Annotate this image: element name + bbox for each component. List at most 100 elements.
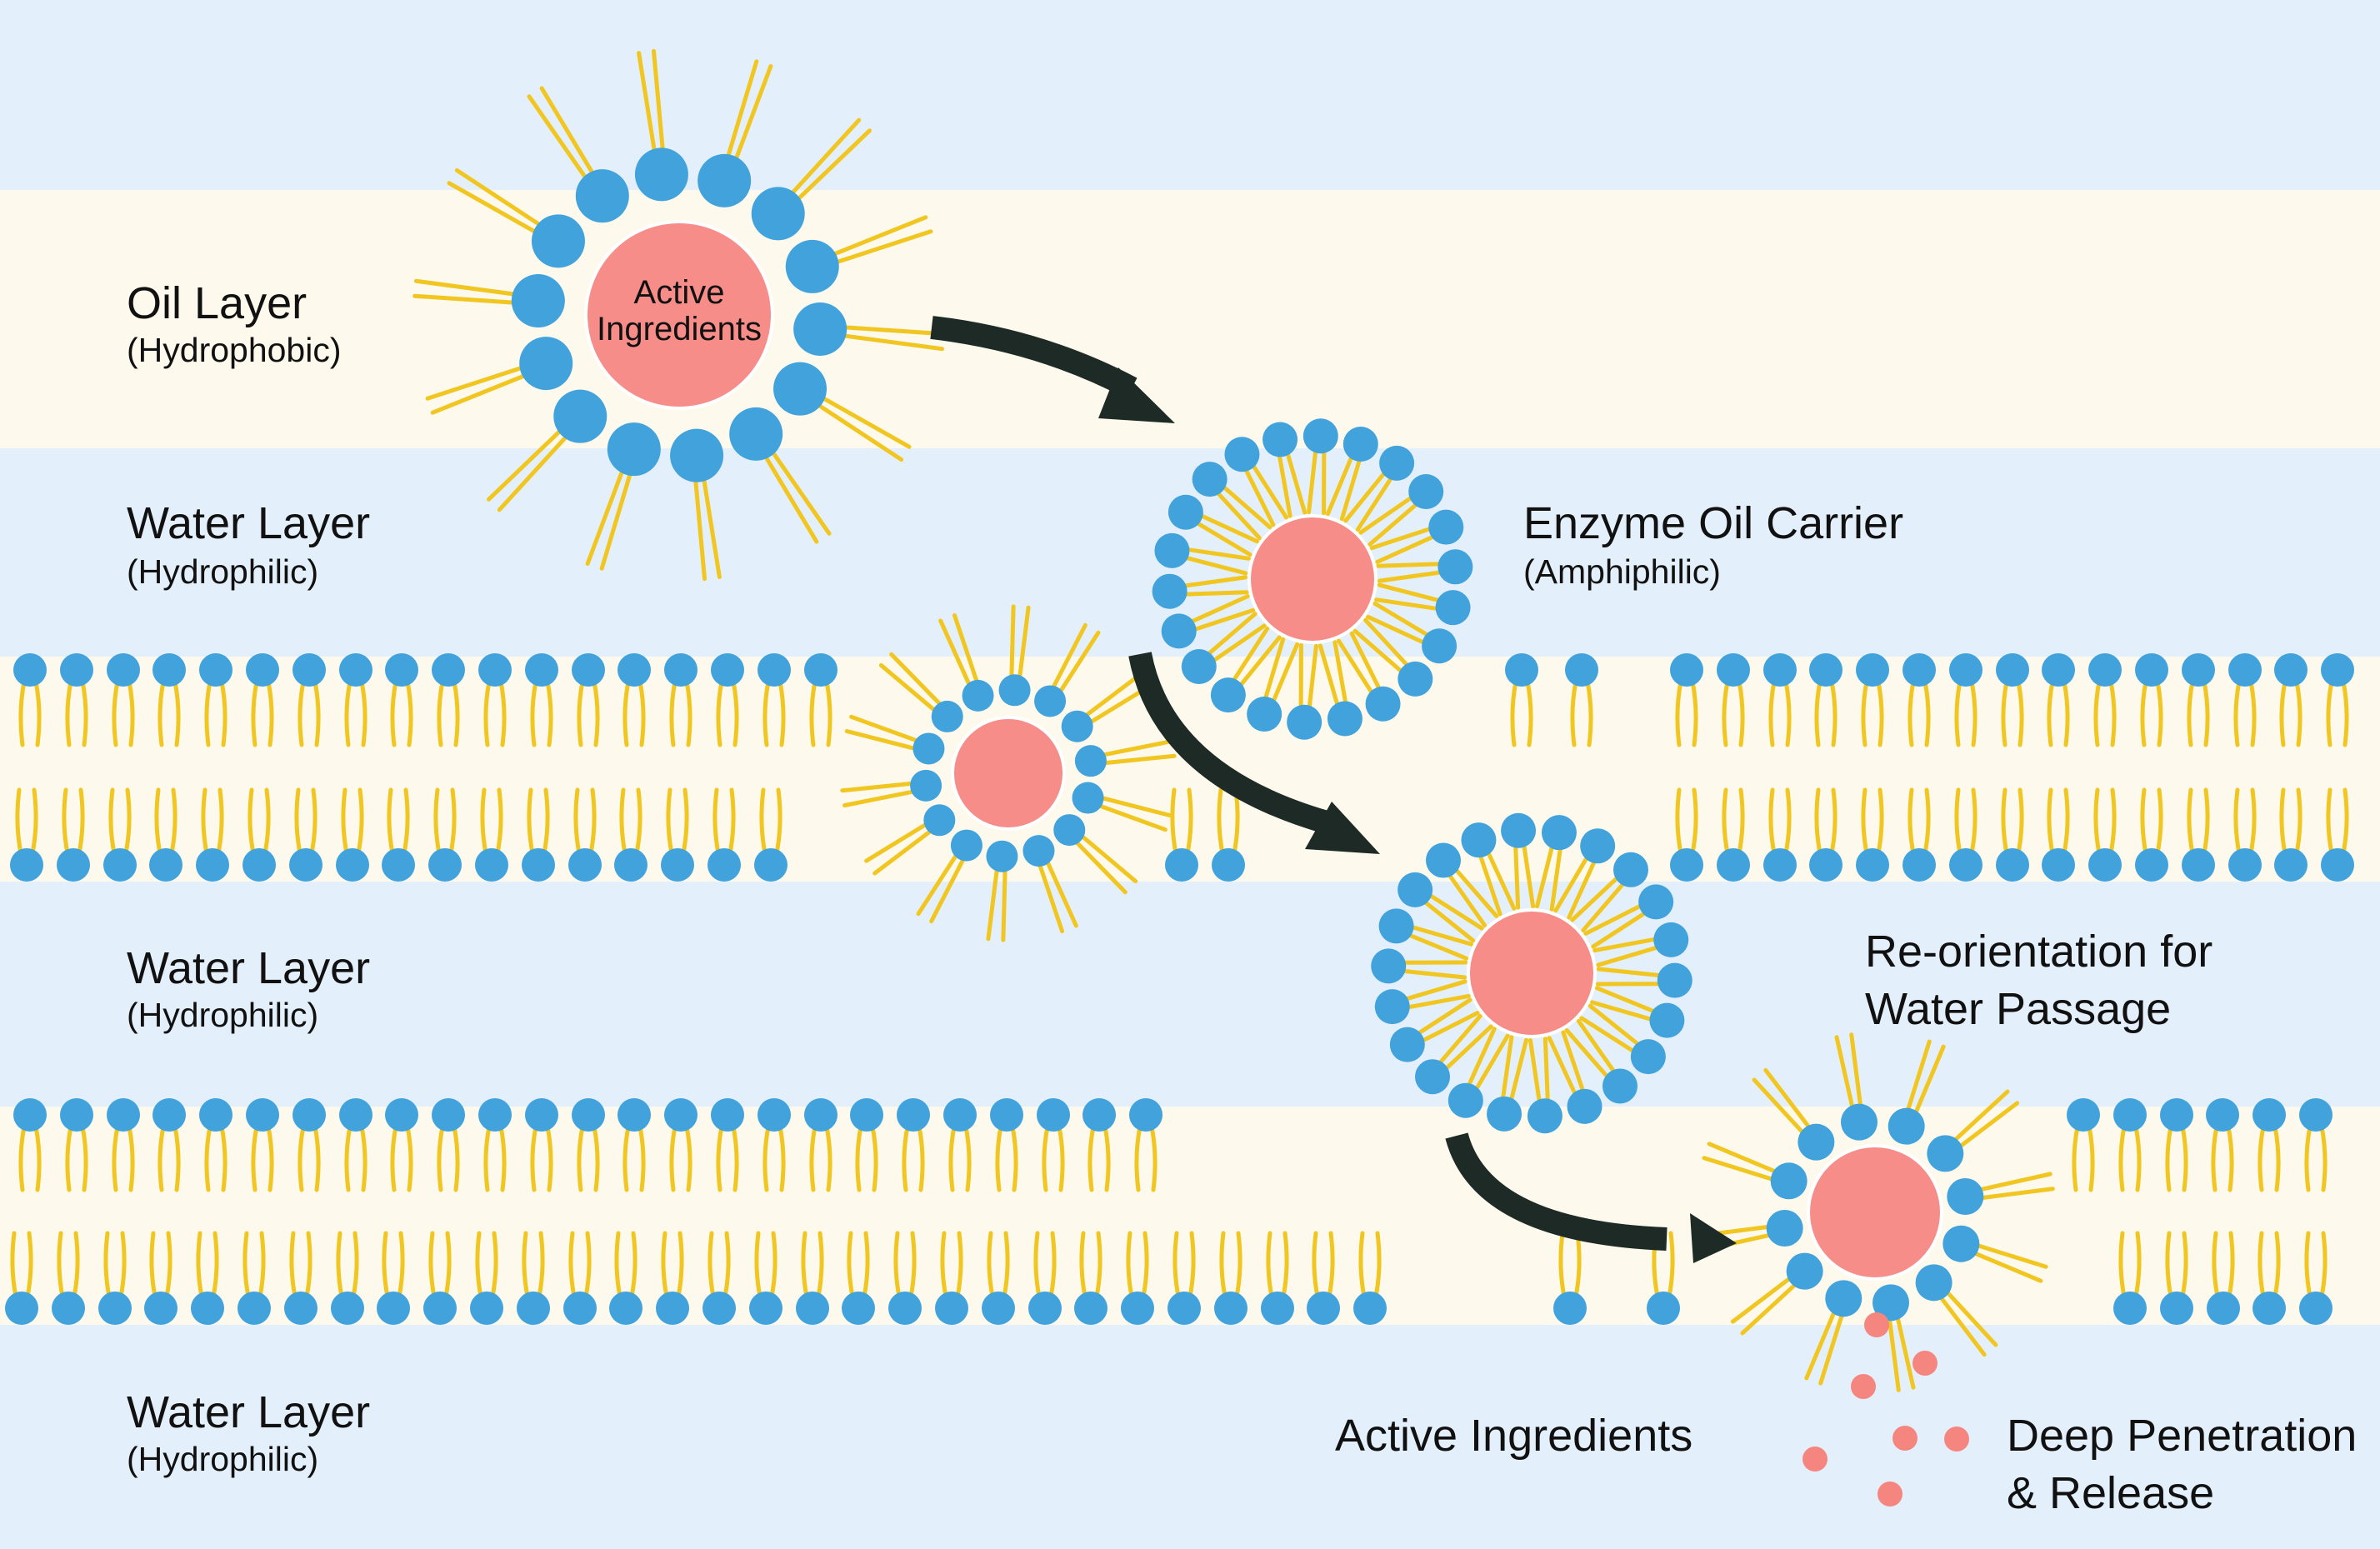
tail-line	[1018, 605, 1031, 678]
lipid-tail	[1217, 787, 1225, 856]
lipid-tail	[661, 1231, 669, 1299]
lipid-head	[614, 848, 648, 882]
lipid-tail	[483, 1124, 492, 1192]
lipid-tail	[1358, 1231, 1367, 1299]
lipid-bilayers	[5, 653, 2354, 1325]
lipid-tail	[638, 1124, 646, 1192]
lipid-molecule	[199, 1098, 232, 1192]
hydrophobic-tails	[1181, 447, 1444, 711]
lipid-tail	[801, 1231, 809, 1299]
head-circle	[1649, 1002, 1685, 1038]
lipid-molecule	[103, 787, 137, 882]
hydrophilic-heads	[910, 674, 1107, 872]
lipid-tail	[2294, 787, 2302, 856]
lipid-molecule	[432, 1098, 465, 1192]
lipid-molecule	[107, 653, 140, 747]
tail-line	[840, 782, 913, 793]
tail-line	[1906, 1039, 1932, 1112]
lipid-molecule	[199, 653, 232, 747]
lipid-tail	[1170, 787, 1178, 856]
lipid-molecule	[1121, 1231, 1154, 1325]
lipid-head	[1553, 1292, 1587, 1325]
lipid-tail	[2272, 1231, 2281, 1299]
lipid-tail	[728, 787, 736, 856]
lipid-tail	[1172, 1231, 1181, 1299]
lipid-tail	[1667, 1231, 1675, 1299]
tail-line	[1408, 924, 1473, 947]
head-circle	[1448, 1082, 1483, 1118]
head-circle	[1161, 613, 1197, 649]
lipid-tail	[614, 1231, 622, 1299]
head-circle	[1327, 701, 1362, 737]
lipid-tail	[483, 679, 492, 747]
lipid-tail	[262, 787, 271, 856]
hydrophilic-heads	[511, 147, 848, 482]
lipid-tail	[545, 1124, 553, 1192]
lipid-tail	[242, 1231, 251, 1299]
tail-line	[762, 453, 819, 544]
tail-line	[1318, 643, 1340, 708]
lipid-tail	[1922, 787, 1931, 856]
lipid-head	[850, 1098, 883, 1132]
hydrophilic-heads	[1152, 418, 1473, 740]
lipid-head	[1037, 1098, 1070, 1132]
lipid-molecule	[804, 1098, 838, 1192]
lipid-head	[888, 1292, 922, 1325]
tail-line	[1895, 1316, 1916, 1390]
lipid-tail	[634, 787, 642, 856]
lipid-tail	[1510, 679, 1518, 747]
head-circle	[634, 147, 688, 202]
lipid-tail	[2140, 679, 2148, 747]
tail-line	[1376, 562, 1443, 568]
tail-line	[1730, 1277, 1792, 1324]
tail-line	[1377, 570, 1444, 583]
lipid-tail	[480, 787, 488, 856]
lipid-head	[1902, 848, 1936, 882]
lipid-head	[2135, 848, 2168, 882]
lipid-tail	[1829, 679, 1838, 747]
lipid-head	[1949, 848, 1982, 882]
lipid-tail	[2062, 787, 2070, 856]
tail-line	[1740, 1282, 1798, 1336]
lipid-molecule	[2182, 653, 2215, 747]
lipid-tail	[1814, 679, 1822, 747]
lipid-molecule	[1553, 1231, 1587, 1325]
head-circle	[531, 214, 585, 268]
lipid-molecule	[2042, 653, 2075, 747]
lipid-tail	[437, 1124, 445, 1192]
tail-line	[1596, 967, 1663, 978]
head-circle	[1501, 812, 1537, 848]
lipid-molecule	[57, 787, 90, 882]
lipid-head	[1670, 653, 1703, 687]
tail-line	[1422, 899, 1476, 943]
tail-line	[1473, 1033, 1510, 1092]
lipid-molecule	[1763, 653, 1797, 747]
tail-line	[1363, 617, 1411, 668]
lipid-tail	[2248, 679, 2257, 747]
droplet-icon	[1944, 1427, 1969, 1452]
tail-line	[1976, 1243, 2048, 1269]
tail-line	[1343, 470, 1388, 523]
tail-line	[1402, 979, 1468, 1002]
lipid-head	[10, 848, 43, 882]
tail-line	[1978, 1172, 2052, 1192]
lipid-molecule	[191, 1231, 224, 1325]
lipid-head	[107, 653, 140, 687]
lipid-tail	[390, 679, 398, 747]
membrane-micelle	[840, 604, 1177, 942]
lipid-molecule	[618, 653, 651, 747]
lipid-head	[1856, 848, 1889, 882]
head-circle	[1074, 745, 1107, 777]
lipid-molecule	[1996, 787, 2029, 882]
lipid-tail	[2062, 679, 2070, 747]
lipid-head	[2299, 1292, 2332, 1325]
lipid-tail	[568, 1231, 577, 1299]
lipid-tail	[30, 787, 38, 856]
tail-line	[1358, 494, 1415, 535]
head-circle	[998, 674, 1031, 707]
lipid-tail	[103, 1231, 112, 1299]
head-circle	[950, 829, 982, 862]
lipid-tail	[118, 1231, 127, 1299]
lipid-tail	[1312, 1231, 1320, 1299]
carrier-name-label: Enzyme Oil Carrier	[1523, 498, 1903, 548]
